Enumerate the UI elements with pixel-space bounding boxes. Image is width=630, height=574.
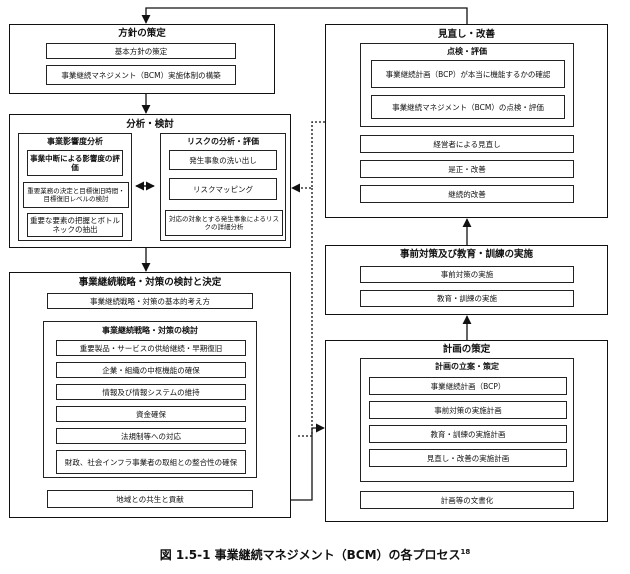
strategy-title: 事業継続戦略・対策の検討と決定 xyxy=(78,277,222,288)
strategy-item-supply: 重要製品・サービスの供給継続・早期復旧 xyxy=(56,340,246,356)
policy-section: 方針の策定 基本方針の策定 事業継続マネジメント（BCM）実施体制の構築 xyxy=(9,24,275,94)
plan-inner-group: 計画の立案・策定 事業継続計画（BCP） 事前対策の実施計画 教育・訓練の実施計… xyxy=(360,358,574,482)
plan-item-review: 見直し・改善の実施計画 xyxy=(369,449,567,467)
strategy-item-legal: 法規制等への対応 xyxy=(56,428,246,444)
plan-inner-title: 計画の立案・策定 xyxy=(435,362,499,371)
risk-item-events: 発生事象の洗い出し xyxy=(169,150,277,170)
implementation-item-measures: 事前対策の実施 xyxy=(360,266,574,283)
review-item-corrective: 是正・改善 xyxy=(360,160,574,178)
strategy-basic: 事業継続戦略・対策の基本的考え方 xyxy=(47,293,253,309)
plan-item-training: 教育・訓練の実施計画 xyxy=(369,425,567,443)
bia-item-bottleneck: 重要な要素の把握とボトルネックの抽出 xyxy=(27,213,123,237)
bia-group: 事業影響度分析 事業中断による影響度の評価 重要業務の決定と目標復旧時間・目標復… xyxy=(18,133,132,241)
strategy-item-infra: 財政、社会インフラ事業者の取組との整合性の確保 xyxy=(56,450,246,474)
plan-section: 計画の策定 計画の立案・策定 事業継続計画（BCP） 事前対策の実施計画 教育・… xyxy=(325,340,608,522)
strategy-regional: 地域との共生と貢献 xyxy=(47,490,253,508)
plan-documentation: 計画等の文書化 xyxy=(360,491,574,509)
figure-caption: 図 1.5-1 事業継続マネジメント（BCM）の各プロセス18 xyxy=(0,546,630,563)
risk-group: リスクの分析・評価 発生事象の洗い出し リスクマッピング 対応の対象とする発生事… xyxy=(160,133,286,241)
review-item-management: 経営者による見直し xyxy=(360,135,574,153)
risk-item-mapping: リスクマッピング xyxy=(169,178,277,200)
risk-title: リスクの分析・評価 xyxy=(187,137,259,146)
bia-item-impact: 事業中断による影響度の評価 xyxy=(27,150,123,176)
strategy-inner-group: 事業継続戦略・対策の検討 重要製品・サービスの供給継続・早期復旧 企業・組織の中… xyxy=(43,321,257,478)
strategy-item-funds: 資金確保 xyxy=(56,406,246,422)
strategy-inner-title: 事業継続戦略・対策の検討 xyxy=(102,326,198,335)
strategy-item-it: 情報及び情報システムの維持 xyxy=(56,384,246,400)
implementation-item-training: 教育・訓練の実施 xyxy=(360,290,574,307)
arrow-review-to-strategy-dashed xyxy=(296,188,313,437)
inspection-title: 点検・評価 xyxy=(447,47,487,56)
caption-text: 図 1.5-1 事業継続マネジメント（BCM）の各プロセス xyxy=(159,548,461,562)
inspection-item-bcm: 事業継続マネジメント（BCM）の点検・評価 xyxy=(371,95,565,119)
risk-item-detail: 対応の対象とする発生事象によるリスクの詳細分析 xyxy=(165,210,283,236)
policy-item-basic: 基本方針の策定 xyxy=(46,43,236,59)
analysis-title: 分析・検討 xyxy=(126,119,174,130)
bia-item-rto: 重要業務の決定と目標復旧時間・目標復旧レベルの検討 xyxy=(23,182,129,208)
inspection-group: 点検・評価 事業継続計画（BCP）が本当に機能するかの確認 事業継続マネジメント… xyxy=(360,43,574,127)
bia-title: 事業影響度分析 xyxy=(47,137,103,146)
policy-item-structure: 事業継続マネジメント（BCM）実施体制の構築 xyxy=(46,65,236,85)
implementation-section: 事前対策及び教育・訓練の実施 事前対策の実施 教育・訓練の実施 xyxy=(325,245,608,315)
plan-item-measures: 事前対策の実施計画 xyxy=(369,401,567,419)
plan-title: 計画の策定 xyxy=(442,344,491,355)
policy-title: 方針の策定 xyxy=(118,28,166,39)
arrow-review-to-analysis-dashed xyxy=(291,121,325,193)
review-section: 見直し・改善 点検・評価 事業継続計画（BCP）が本当に機能するかの確認 事業継… xyxy=(325,24,608,218)
strategy-section: 事業継続戦略・対策の検討と決定 事業継続戦略・対策の基本的考え方 事業継続戦略・… xyxy=(9,272,291,518)
arrow-strategy-to-plan xyxy=(291,423,325,501)
strategy-item-hub: 企業・組織の中枢機能の確保 xyxy=(56,362,246,378)
caption-reference: 18 xyxy=(460,548,471,556)
analysis-section: 分析・検討 事業影響度分析 事業中断による影響度の評価 重要業務の決定と目標復旧… xyxy=(9,114,291,248)
inspection-item-bcp: 事業継続計画（BCP）が本当に機能するかの確認 xyxy=(371,60,565,88)
arrow-review-to-policy xyxy=(141,7,468,24)
review-title: 見直し・改善 xyxy=(437,29,495,40)
review-item-continuous: 継続的改善 xyxy=(360,185,574,203)
plan-item-bcp: 事業継続計画（BCP） xyxy=(369,377,567,395)
implementation-title: 事前対策及び教育・訓練の実施 xyxy=(399,249,533,260)
